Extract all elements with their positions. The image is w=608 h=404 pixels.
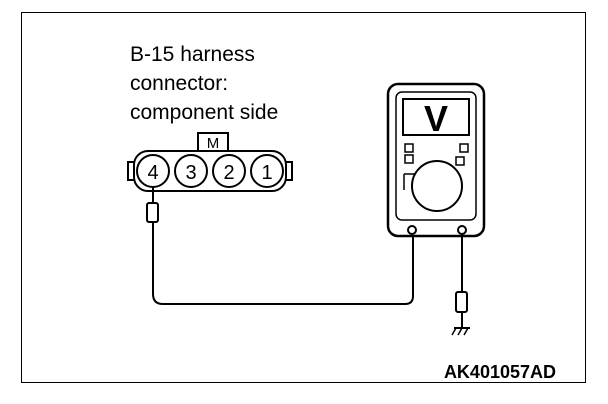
- connector-label-line-3: component side: [130, 101, 279, 124]
- ground-symbol-icon: [451, 327, 470, 336]
- meter-switch-4: [455, 156, 465, 166]
- connector-label: B-15 harness connector: component side: [130, 40, 278, 127]
- meter-switch-1: [404, 143, 414, 153]
- pin-2: 2: [212, 154, 246, 188]
- connector-label-line-1: B-15 harness: [130, 43, 255, 66]
- positive-probe: [146, 187, 159, 223]
- figure-code: AK401057AD: [443, 362, 556, 382]
- pin-3: 3: [174, 154, 208, 188]
- pin-4-label: 4: [147, 162, 158, 184]
- lock-label: M: [207, 135, 220, 152]
- meter-jack-negative: [457, 225, 467, 235]
- negative-probe: [455, 234, 468, 328]
- meter-rotary-dial: [411, 160, 463, 212]
- diagram-frame: [21, 12, 586, 383]
- meter-switch-2: [404, 154, 414, 164]
- meter-jack-positive: [407, 225, 417, 235]
- meter-switch-3: [459, 143, 469, 153]
- connector-label-line-2: connector:: [130, 72, 229, 95]
- meter-display-symbol: V: [424, 98, 448, 139]
- pin-4: 4: [136, 154, 170, 188]
- pin-1: 1: [250, 154, 284, 188]
- pin-2-label: 2: [223, 162, 234, 184]
- pin-1-label: 1: [261, 162, 272, 184]
- pin-3-label: 3: [185, 162, 196, 184]
- positive-test-lead: [152, 222, 414, 305]
- voltmeter: V: [386, 82, 486, 238]
